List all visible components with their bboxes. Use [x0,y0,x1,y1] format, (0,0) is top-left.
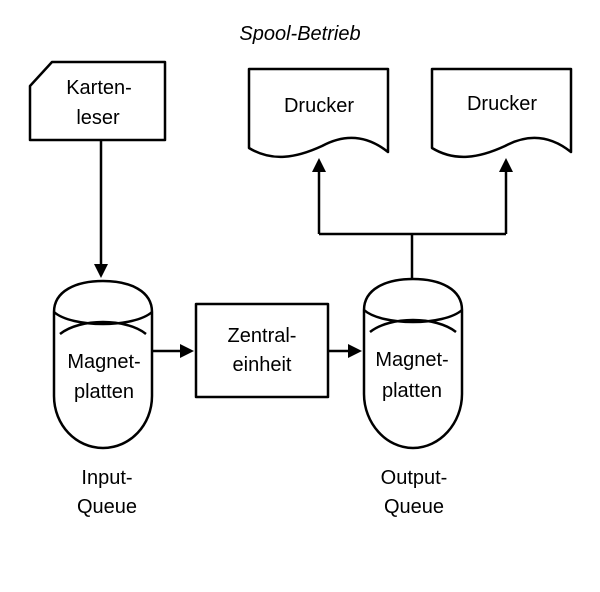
arrow-cpu-to-output-disk [328,344,362,358]
printer-node-left: Drucker [247,67,390,159]
card-reader-node: Karten- leser [28,60,167,142]
output-queue-caption-line-1: Output- [381,467,448,489]
input-queue-caption: Input- Queue [77,467,137,518]
output-queue-caption-line-2: Queue [384,496,444,518]
card-reader-label-line-1: Karten- [66,77,132,99]
disk-output-node: Magnet- platten [362,277,464,450]
cpu-label-line-2: einheit [233,354,292,376]
input-queue-caption-line-2: Queue [77,496,137,518]
card-reader-label-line-2: leser [76,107,120,129]
printer-right-label: Drucker [467,93,537,115]
disk-output-label-line-2: platten [382,380,442,402]
output-queue-caption: Output- Queue [381,467,448,518]
arrow-input-disk-to-cpu [152,344,194,358]
disk-input-node: Magnet- platten [52,279,154,450]
arrow-cardreader-to-input-disk [94,140,108,278]
disk-input-label-line-1: Magnet- [67,351,140,373]
cpu-label-line-1: Zentral- [228,325,297,347]
input-queue-caption-line-1: Input- [81,467,132,489]
arrow-output-disk-to-printers [312,158,513,279]
printer-node-right: Drucker [430,67,573,159]
printer-left-label: Drucker [284,95,354,117]
disk-output-label-line-1: Magnet- [375,349,448,371]
diagram-title: Spool-Betrieb [239,23,360,45]
disk-input-label-line-2: platten [74,381,134,403]
cpu-node: Zentral- einheit [194,302,330,399]
